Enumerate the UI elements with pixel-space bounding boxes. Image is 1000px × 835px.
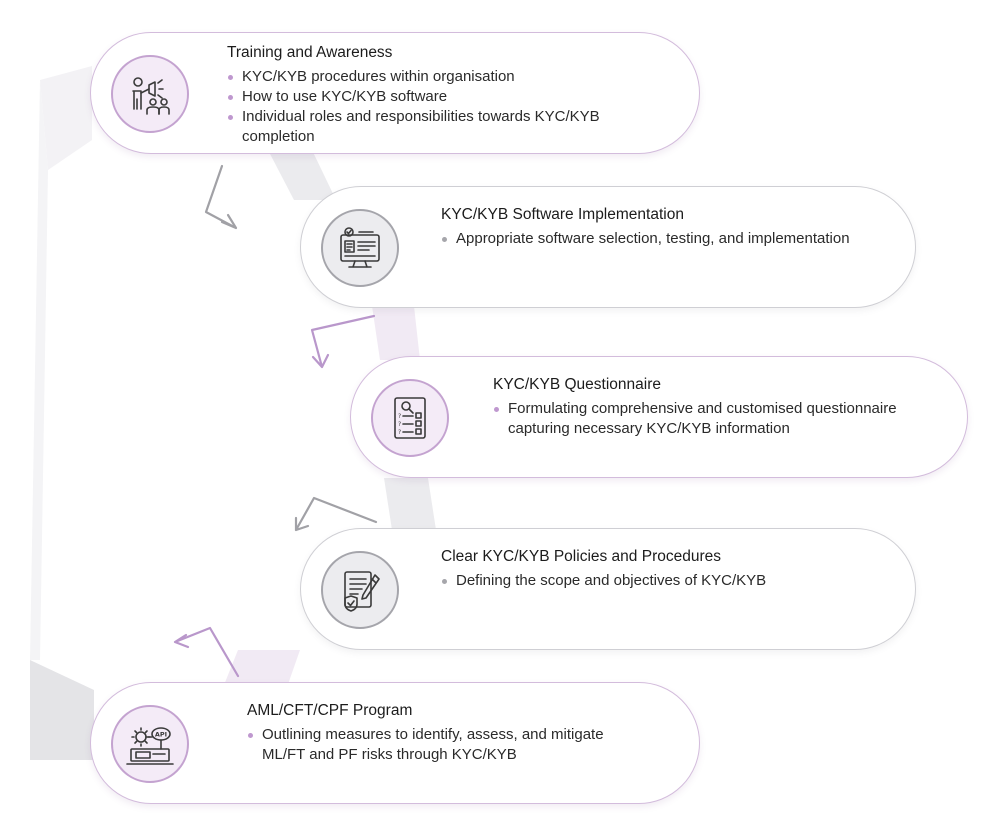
step-icon-circle: API <box>111 705 189 783</box>
bullet-list: Appropriate software selection, testing,… <box>441 229 891 249</box>
bullet-list: KYC/KYB procedures within organisation H… <box>227 67 647 147</box>
step-title: Training and Awareness <box>227 44 393 61</box>
ribbon-step2-3 <box>372 306 420 360</box>
arrows <box>173 164 378 678</box>
step-title: Clear KYC/KYB Policies and Procedures <box>441 548 721 565</box>
bullet-item: Outlining measures to identify, assess, … <box>247 725 647 765</box>
presenter-megaphone-icon <box>132 77 170 115</box>
step-software-implementation: KYC/KYB Software Implementation Appropri… <box>300 186 916 308</box>
left-ribbon-bottom <box>30 660 94 760</box>
bullet-item: Appropriate software selection, testing,… <box>441 229 891 249</box>
step-title: KYC/KYB Software Implementation <box>441 206 684 223</box>
step-policies-procedures: Clear KYC/KYB Policies and Procedures De… <box>300 528 916 650</box>
bullet-item: Individual roles and responsibilities to… <box>227 107 647 147</box>
arrow-step3-to-4 <box>294 496 378 532</box>
step-training-awareness: Training and Awareness KYC/KYB procedure… <box>90 32 700 154</box>
step-aml-cft-cpf-program: API AML/CFT/CPF Program Outlining measur… <box>90 682 700 804</box>
arrow-step1-to-2 <box>204 164 238 230</box>
arrow-step4-to-5 <box>173 626 240 678</box>
ribbon-step1-2 <box>268 150 336 200</box>
api-badge-label: API <box>155 731 167 739</box>
step-content: Clear KYC/KYB Policies and Procedures De… <box>441 547 891 591</box>
svg-text:?: ? <box>398 429 401 436</box>
bullet-list: Formulating comprehensive and customised… <box>493 399 943 439</box>
svg-text:?: ? <box>398 421 401 428</box>
step-content: KYC/KYB Software Implementation Appropri… <box>441 205 891 249</box>
left-ribbon-top <box>40 66 92 170</box>
bullet-item: How to use KYC/KYB software <box>227 87 647 107</box>
ribbon-backgrounds <box>30 66 436 760</box>
step-title: KYC/KYB Questionnaire <box>493 376 662 393</box>
bullet-item: Defining the scope and objectives of KYC… <box>441 571 891 591</box>
bullet-item: KYC/KYB procedures within organisation <box>227 67 647 87</box>
arrow-step2-to-3 <box>310 314 376 369</box>
step-icon-circle: ? ? ? <box>371 379 449 457</box>
step-content: AML/CFT/CPF Program Outlining measures t… <box>247 701 647 765</box>
step-content: KYC/KYB Questionnaire Formulating compre… <box>493 375 943 439</box>
left-ribbon-mid <box>30 80 48 660</box>
computer-monitor-icon <box>340 227 380 268</box>
step-icon-circle <box>321 551 399 629</box>
step-title: AML/CFT/CPF Program <box>247 702 413 719</box>
svg-text:?: ? <box>398 413 401 420</box>
step-icon-circle <box>321 209 399 287</box>
bullet-list: Defining the scope and objectives of KYC… <box>441 571 891 591</box>
ribbon-step3-4 <box>384 478 436 530</box>
step-content: Training and Awareness KYC/KYB procedure… <box>227 43 647 147</box>
step-icon-circle <box>111 55 189 133</box>
api-settings-laptop-icon: API <box>126 727 174 765</box>
step-questionnaire: ? ? ? KYC/KYB Questionnaire Formulating … <box>350 356 968 478</box>
questionnaire-document-icon: ? ? ? <box>394 397 426 439</box>
bullet-item: Formulating comprehensive and customised… <box>493 399 943 439</box>
bullet-list: Outlining measures to identify, assess, … <box>247 725 647 765</box>
ribbon-step4-5 <box>222 650 300 690</box>
policy-document-pen-icon <box>344 571 380 612</box>
